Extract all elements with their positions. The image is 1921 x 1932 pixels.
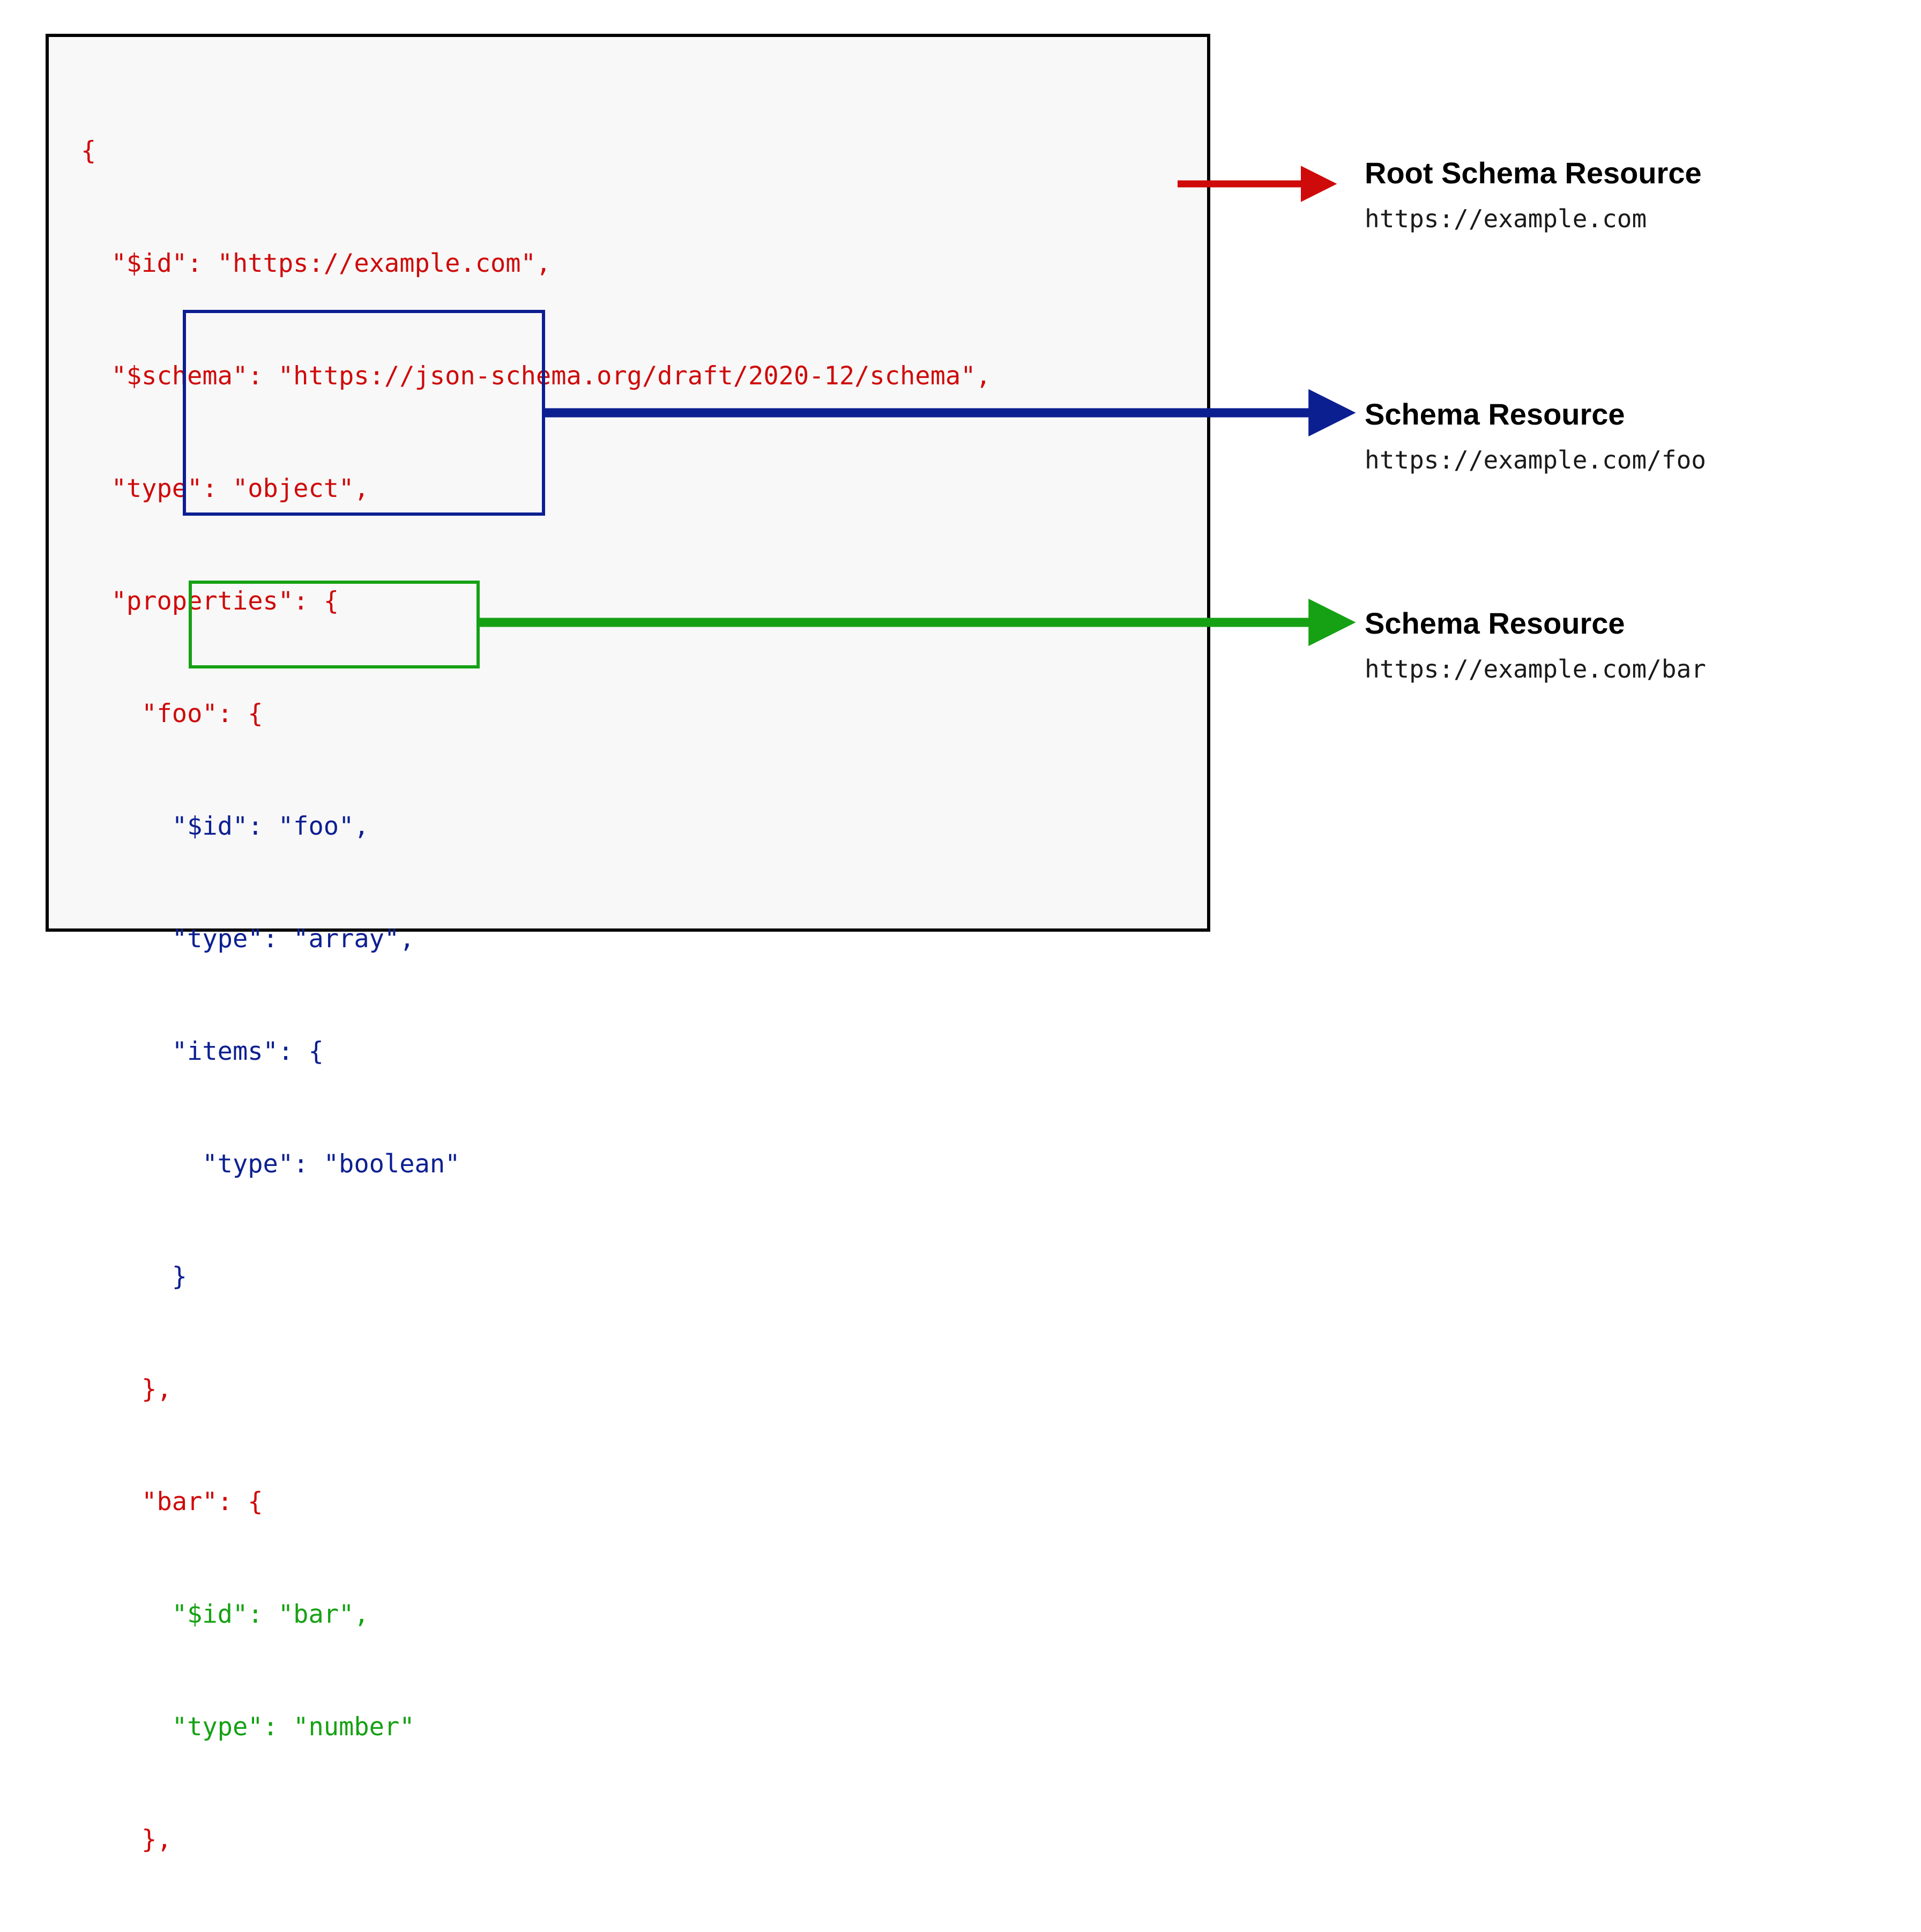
json-code-block: { "$id": "https://example.com", "$schema… xyxy=(81,57,991,1932)
label-root-schema-resource: Root Schema Resource https://example.com xyxy=(1365,157,1702,234)
code-line: "type": "array", xyxy=(81,924,415,954)
code-line: "$id": "foo", xyxy=(81,812,369,841)
code-line: "properties": { xyxy=(81,586,339,616)
code-line: "type": "number" xyxy=(81,1712,415,1742)
code-line: }, xyxy=(81,1825,172,1854)
code-line: { xyxy=(81,136,96,166)
code-line: }, xyxy=(81,1374,172,1404)
code-line: "type": "boolean" xyxy=(81,1149,460,1179)
code-line: "items": { xyxy=(81,1037,324,1066)
code-line: "bar": { xyxy=(81,1487,263,1517)
code-line: "$schema": "https://json-schema.org/draf… xyxy=(81,361,991,391)
code-line: "$id": "bar", xyxy=(81,1600,369,1629)
code-line: "$id": "https://example.com", xyxy=(81,249,552,278)
label-title: Schema Resource xyxy=(1365,606,1625,640)
code-line: "type": "object", xyxy=(81,474,369,503)
json-code-panel: { "$id": "https://example.com", "$schema… xyxy=(46,34,1210,1854)
label-url: https://example.com/bar xyxy=(1365,655,1706,683)
label-url: https://example.com/foo xyxy=(1365,445,1706,474)
label-bar-schema-resource: Schema Resource https://example.com/bar xyxy=(1365,607,1706,684)
label-foo-schema-resource: Schema Resource https://example.com/foo xyxy=(1365,398,1706,475)
label-title: Schema Resource xyxy=(1365,397,1625,431)
label-title: Root Schema Resource xyxy=(1365,156,1702,190)
code-line: "foo": { xyxy=(81,699,263,729)
label-url: https://example.com xyxy=(1365,204,1647,233)
diagram-canvas: { "$id": "https://example.com", "$schema… xyxy=(46,34,1706,1854)
code-line: } xyxy=(81,1262,188,1291)
